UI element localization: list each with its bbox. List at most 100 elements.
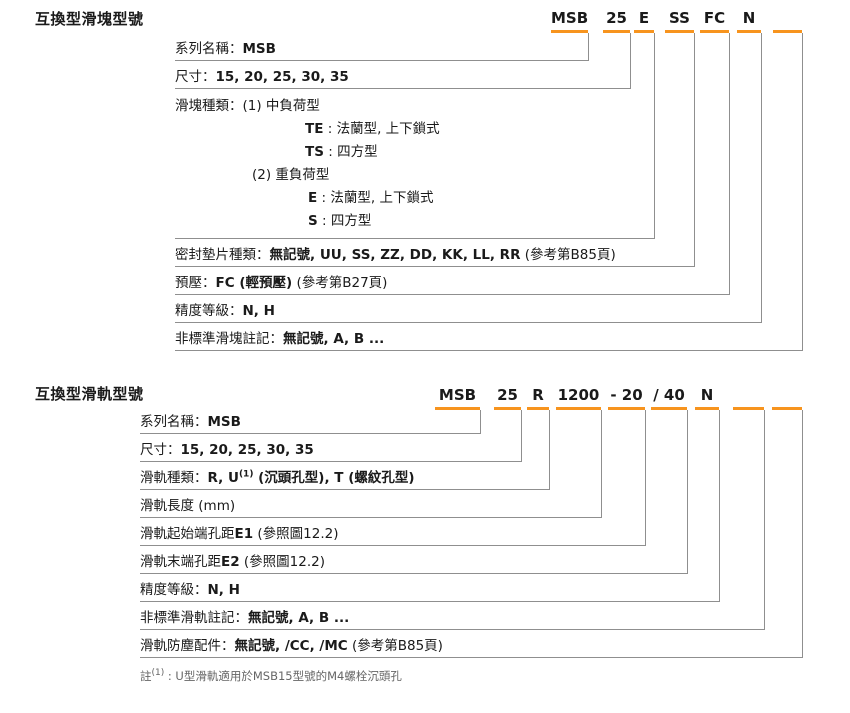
slider-row-block-type: 滑塊種類：(1) 中負荷型 TE : 法蘭型, 上下鎖式 TS : 四方型 (2… <box>175 96 654 239</box>
row-label: 系列名稱： <box>140 414 208 430</box>
rail-row-type: 滑軌種類：R, U(1) (沉頭孔型), T (螺紋孔型) <box>140 469 549 490</box>
rail-row-nonstandard: 非標準滑軌註記：無記號, A, B ... <box>140 609 764 630</box>
connector-line <box>654 33 655 239</box>
connector-line <box>630 33 631 89</box>
code-text: SS <box>669 9 690 27</box>
row-value: E1 <box>234 526 254 542</box>
code-text: 25 <box>497 386 518 404</box>
slider-code-size: 25 <box>603 8 630 33</box>
row-label: 滑軌防塵配件： <box>140 638 235 654</box>
slider-row-seal: 密封墊片種類：無記號, UU, SS, ZZ, DD, KK, LL, RR (… <box>175 246 694 267</box>
row-label: 滑軌起始端孔距 <box>140 526 235 542</box>
group2-label: (2) 重負荷型 <box>252 167 330 183</box>
connector-line <box>588 33 589 61</box>
row-label: 預壓： <box>175 275 216 291</box>
row-value: 無記號, /CC, /MC <box>234 638 348 654</box>
rail-code-size: 25 <box>494 385 521 410</box>
slider-code-type: E <box>634 8 654 33</box>
block-type-group2: (2) 重負荷型 <box>252 165 329 185</box>
item-code: TE <box>305 121 324 137</box>
item-desc: : 法蘭型, 上下鎖式 <box>323 121 440 137</box>
slider-row-nonstandard: 非標準滑塊註記：無記號, A, B ... <box>175 330 802 351</box>
code-text: FC <box>703 9 726 27</box>
footnote-prefix: 註 <box>140 669 152 683</box>
code-text: - 20 <box>610 386 643 404</box>
slider-row-preload: 預壓：FC (輕預壓) (參考第B27頁) <box>175 274 729 295</box>
row-value: 無記號, A, B ... <box>283 331 385 347</box>
code-text: E <box>638 9 650 27</box>
rail-code-accuracy: N <box>695 385 719 410</box>
connector-line <box>601 410 602 518</box>
footnote-marker: (1) <box>151 668 165 679</box>
rail-code-e2: / 40 <box>651 385 687 410</box>
row-note: (參考第B85頁) <box>347 638 443 654</box>
connector-line <box>729 33 730 295</box>
item-code: S <box>308 213 318 229</box>
row-value: 15, 20, 25, 30, 35 <box>215 69 349 85</box>
row-value: 無記號, A, B ... <box>248 610 350 626</box>
row-label: 尺寸： <box>140 442 181 458</box>
item-desc: : 法蘭型, 上下鎖式 <box>317 190 434 206</box>
row-value: (沉頭孔型), T (螺紋孔型) <box>253 470 415 486</box>
row-value: FC (輕預壓) <box>215 275 293 291</box>
rail-code-type: R <box>527 385 549 410</box>
block-type-item-ts: TS : 四方型 <box>305 142 378 162</box>
row-value: R, U <box>207 470 239 486</box>
code-text: MSB <box>438 386 477 404</box>
rail-code-blank-underline <box>772 407 802 410</box>
slider-row-size: 尺寸：15, 20, 25, 30, 35 <box>175 68 630 89</box>
slider-code-blank-underline <box>773 30 802 33</box>
row-label: 滑塊種類： <box>175 98 243 114</box>
connector-line <box>480 410 481 434</box>
row-value: N, H <box>207 582 240 598</box>
item-desc: : 四方型 <box>317 213 372 229</box>
connector-line <box>802 410 803 658</box>
row-label: 非標準滑塊註記： <box>175 331 283 347</box>
rail-code-series: MSB <box>435 385 480 410</box>
item-code: TS <box>305 144 324 160</box>
row-label: 尺寸： <box>175 69 216 85</box>
block-type-item-s: S : 四方型 <box>308 211 371 231</box>
rail-row-series: 系列名稱：MSB <box>140 413 480 434</box>
connector-line <box>764 410 765 630</box>
rail-row-e1: 滑軌起始端孔距E1 (參照圖12.2) <box>140 525 645 546</box>
connector-line <box>549 410 550 490</box>
row-note: (參考第B27頁) <box>292 275 388 291</box>
row-value: N, H <box>242 303 275 319</box>
block-type-item-te: TE : 法蘭型, 上下鎖式 <box>305 119 440 139</box>
connector-line <box>761 33 762 323</box>
footnote: 註(1) : U型滑軌適用於MSB15型號的M4螺栓沉頭孔 <box>140 668 402 684</box>
connector-line <box>687 410 688 574</box>
code-text: N <box>700 386 714 404</box>
row-value: 無記號, UU, SS, ZZ, DD, KK, LL, RR <box>269 247 521 263</box>
item-desc: : 四方型 <box>323 144 378 160</box>
row-label: 滑軌種類： <box>140 470 208 486</box>
row-label: 非標準滑軌註記： <box>140 610 248 626</box>
rail-row-e2: 滑軌末端孔距E2 (參照圖12.2) <box>140 553 687 574</box>
rail-row-length: 滑軌長度 (mm) <box>140 497 601 518</box>
connector-line <box>802 33 803 351</box>
row-label: 精度等級： <box>140 582 208 598</box>
row-note: (參照圖12.2) <box>253 526 339 542</box>
slider-code-seal: SS <box>665 8 694 33</box>
rail-row-accuracy: 精度等級：N, H <box>140 581 719 602</box>
connector-line <box>719 410 720 602</box>
rail-row-dust: 滑軌防塵配件：無記號, /CC, /MC (參考第B85頁) <box>140 637 802 658</box>
slider-row-series: 系列名稱：MSB <box>175 40 588 61</box>
connector-line <box>645 410 646 546</box>
code-text: R <box>532 386 544 404</box>
slider-code-series: MSB <box>551 8 588 33</box>
footnote-marker: (1) <box>238 469 254 480</box>
row-label: 滑軌長度 (mm) <box>140 498 236 514</box>
row-note: (參考第B85頁) <box>520 247 616 263</box>
rail-code-e1: - 20 <box>608 385 645 410</box>
rail-row-size: 尺寸：15, 20, 25, 30, 35 <box>140 441 521 462</box>
slider-row-accuracy: 精度等級：N, H <box>175 302 761 323</box>
connector-line <box>694 33 695 267</box>
row-value: MSB <box>242 41 276 57</box>
group1-label: (1) 中負荷型 <box>242 98 320 114</box>
code-text: 1200 <box>557 386 600 404</box>
row-label: 精度等級： <box>175 303 243 319</box>
code-text: MSB <box>551 9 589 27</box>
